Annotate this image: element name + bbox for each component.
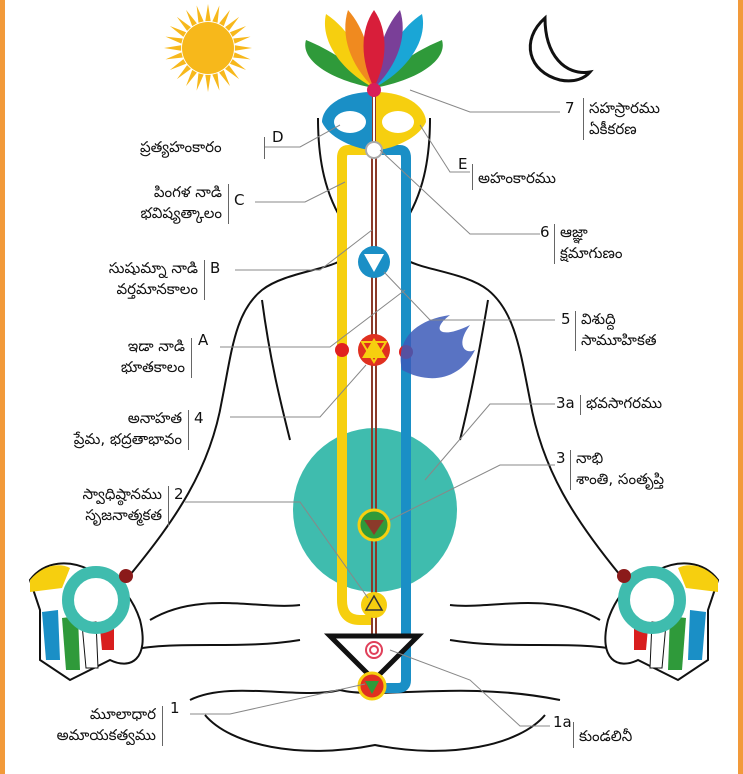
label-line1: విశుద్ది <box>581 309 616 330</box>
left-heart-dot <box>335 343 349 357</box>
label-number: 7 <box>565 98 575 119</box>
label-text: ప్రత్యహంకారం <box>140 138 222 156</box>
sun-ray <box>186 10 197 26</box>
sun-ray <box>165 52 182 59</box>
label-number: 3a <box>556 393 575 414</box>
label-number: 3 <box>556 448 566 469</box>
label-text: భవసాగరము <box>586 393 662 414</box>
label-letter: A <box>198 330 208 351</box>
anahata-chakra <box>358 334 390 366</box>
sun-ray <box>225 17 239 31</box>
flame-icon <box>401 315 475 378</box>
label-line2: భూతకాలం <box>80 357 185 378</box>
label-number: 2 <box>174 484 184 505</box>
sun-ray <box>197 5 204 22</box>
label-line2: ప్రేమ, భద్రతాభావం <box>52 429 182 450</box>
sun-ray <box>233 37 250 44</box>
label-letter: E <box>458 154 467 175</box>
mooladhara-chakra <box>359 673 385 699</box>
label-line2: అమాయకత్వము <box>28 725 156 746</box>
sun-ray <box>170 59 186 70</box>
sun-ray <box>230 59 246 70</box>
right-hand <box>605 563 718 680</box>
label-number: 1a <box>553 712 572 733</box>
label-line1: ఇడా నాడి <box>80 336 185 357</box>
label-letter: D <box>272 127 284 148</box>
label-line2: శాంతి, సంతృప్తి <box>576 469 664 490</box>
label-line1: ఆజ్ఞా <box>560 222 588 243</box>
moon-icon <box>530 18 590 81</box>
label-line1: సహస్రారము <box>589 98 660 119</box>
sun-ray <box>219 10 230 26</box>
swadhisthana-chakra <box>361 592 387 618</box>
sun-ray <box>186 70 197 86</box>
sun-ray <box>212 73 219 90</box>
sun-ray <box>230 26 246 37</box>
sun-ray <box>235 45 252 50</box>
label-line1: అనాహత <box>52 408 182 429</box>
label-number: 4 <box>194 408 204 429</box>
sun-ray <box>219 70 230 86</box>
label-letter: B <box>210 258 220 279</box>
label-line1: నాభి <box>576 448 603 469</box>
label-line2: భవిష్యత్కాలం <box>112 203 222 224</box>
left-hand <box>30 563 143 680</box>
sun-ray <box>225 65 239 79</box>
label-line2: వర్తమానకాలం <box>88 279 198 300</box>
label-letter: C <box>234 190 244 211</box>
label-line2: క్షమాగుణం <box>560 243 622 264</box>
sun-ray <box>177 65 191 79</box>
label-number: 1 <box>170 698 180 719</box>
label-line2: ఏకీకరణ <box>589 119 637 140</box>
label-line1: మూలాధార <box>28 704 156 725</box>
sun-ray <box>205 4 210 21</box>
label-line2: సామూహికత <box>581 330 657 351</box>
label-line1: స్వాధిష్ఠానము <box>34 484 162 505</box>
sun-icon <box>164 4 252 92</box>
label-line2: సృజనాత్మకత <box>34 505 162 526</box>
sun-ray <box>164 45 181 50</box>
label-number: 6 <box>540 222 550 243</box>
label-line1: పింగళ నాడి <box>112 182 222 203</box>
sun-ray <box>165 37 182 44</box>
sun-ray <box>177 17 191 31</box>
sun-ray <box>205 75 210 92</box>
sun-ray <box>170 26 186 37</box>
label-text: కుండలినీ <box>579 726 632 747</box>
label-text: అహంకారము <box>478 168 556 189</box>
label-number: 5 <box>561 309 571 330</box>
lotus-icon <box>305 10 443 97</box>
label-pratyahankaram: ప్రత్యహంకారం D <box>140 137 222 158</box>
sun-ray <box>233 52 250 59</box>
nabhi-chakra <box>359 510 389 540</box>
label-line1: సుషుమ్నా నాడి <box>88 258 198 279</box>
sun-ray <box>197 73 204 90</box>
sun-ray <box>212 5 219 22</box>
